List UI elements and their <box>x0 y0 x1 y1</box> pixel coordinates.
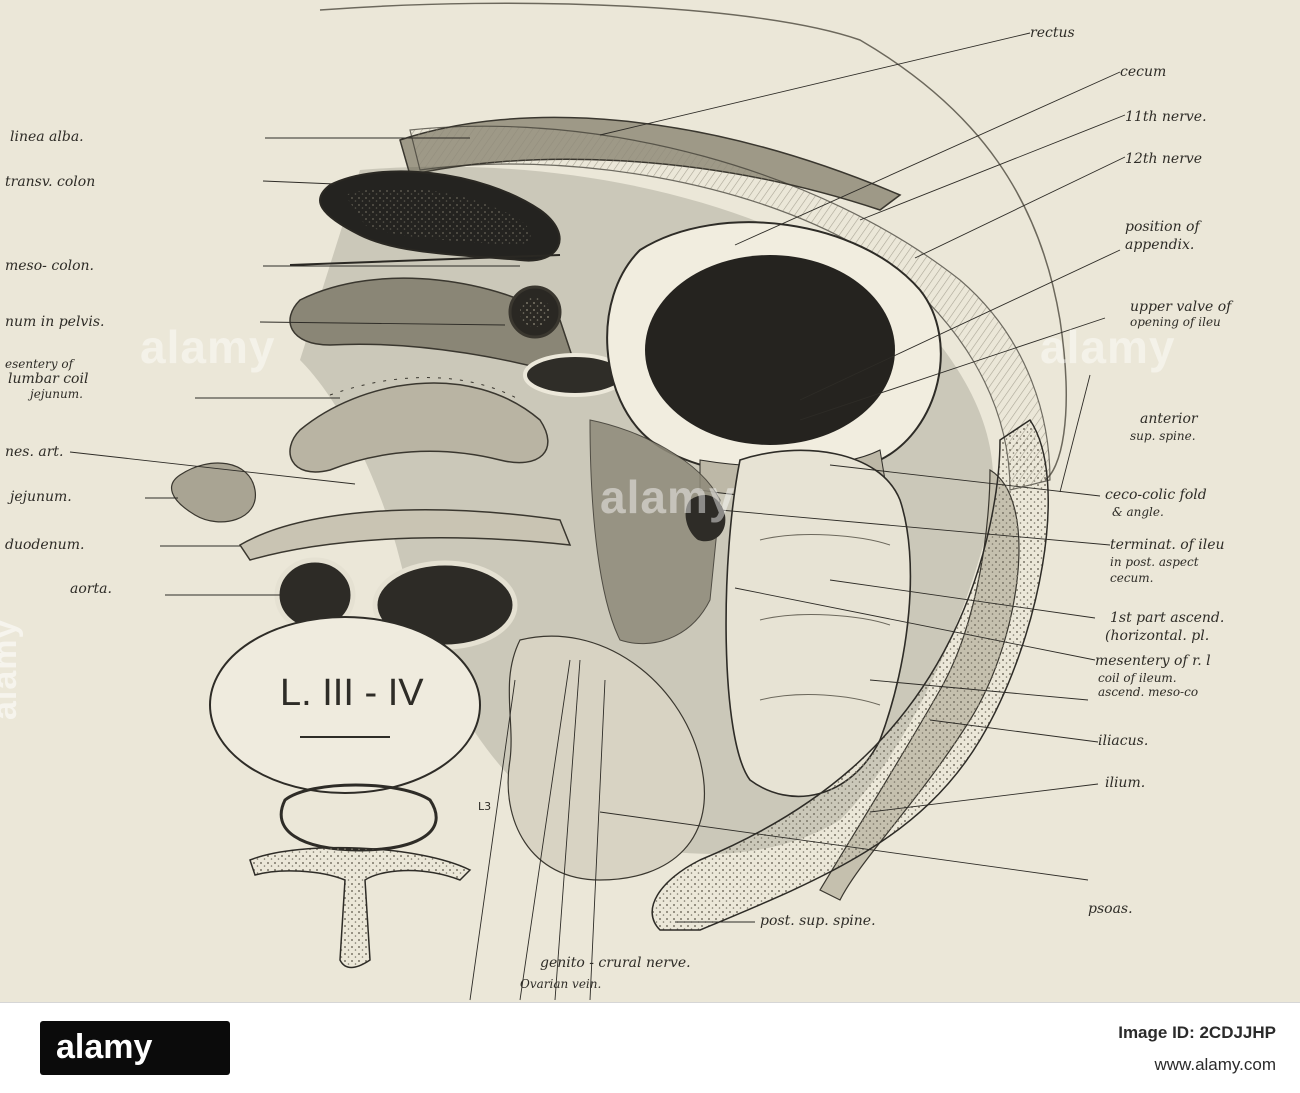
mesentery-lumbar-coil <box>289 382 549 473</box>
label-vertebra: L. III - IV <box>280 672 424 714</box>
label-psoas: psoas. <box>1088 901 1133 917</box>
abdominal-wall-outline <box>319 2 1067 481</box>
label-terminat-3: cecum. <box>1110 571 1154 585</box>
label-cecum: cecum <box>1120 64 1167 80</box>
watermark-1: alamy <box>140 321 276 373</box>
label-aorta: aorta. <box>70 581 112 597</box>
label-upper-valve: upper valve of <box>1130 299 1232 315</box>
label-position-appendix-2: appendix. <box>1125 237 1195 253</box>
label-terminat-ileum: terminat. of ileu <box>1110 537 1225 553</box>
label-genito-crural-nerve: genito - crural nerve. <box>540 955 691 971</box>
label-post-sup-spine: post. sup. spine. <box>760 913 876 929</box>
label-rectus: rectus <box>1030 25 1075 41</box>
mesentery-r-lumbar <box>589 419 721 645</box>
label-position-appendix: position of <box>1125 219 1200 235</box>
label-ilium: ilium. <box>1105 775 1146 791</box>
label-mesentery-2: lumbar coil <box>8 371 89 387</box>
label-meso-colon: meso- colon. <box>5 258 94 274</box>
alamy-logo-text: alamy <box>56 1028 153 1066</box>
psoas-muscle <box>507 635 705 881</box>
label-terminat-2: in post. aspect <box>1110 555 1199 569</box>
label-duodenum: duodenum. <box>5 537 85 553</box>
label-iliacus: iliacus. <box>1098 733 1149 749</box>
label-anterior: anterior <box>1140 411 1198 427</box>
image-id-block: Image ID: 2CDJJHP www.alamy.com <box>960 1003 1300 1093</box>
anatomical-plate: rectus cecum linea alba. 11th nerve. tra… <box>0 2 1232 1001</box>
spinal-process <box>249 846 472 969</box>
footer-bar: alamy Image ID: 2CDJJHP www.alamy.com <box>0 1002 1300 1093</box>
image-id: Image ID: 2CDJJHP <box>1118 1023 1276 1042</box>
label-transverse-colon: transv. colon <box>5 174 96 190</box>
site-link[interactable]: www.alamy.com <box>1154 1055 1276 1074</box>
alamy-logo[interactable]: alamy <box>40 1021 230 1075</box>
label-ceco-colic-fold: ceco-colic fold <box>1105 487 1207 503</box>
label-twelfth-nerve: 12th nerve <box>1125 151 1203 167</box>
watermark-2: alamy <box>600 471 736 523</box>
label-upper-valve-2: opening of ileu <box>1130 315 1221 329</box>
vertebral-arch <box>279 783 438 852</box>
label-first-part-ascending: 1st part ascend. <box>1110 610 1225 626</box>
label-eleventh-nerve: 11th nerve. <box>1125 109 1207 125</box>
label-mesentery-r: mesentery of r. l <box>1095 653 1211 669</box>
label-jejunum: jejunum. <box>10 489 72 505</box>
vertebra-underline <box>300 736 390 738</box>
label-ceco-colic-fold-2: & angle. <box>1112 505 1164 519</box>
leader-lines <box>69 32 1126 1001</box>
label-jejunum-pelvis: num in pelvis. <box>5 314 105 330</box>
label-mesentery-3: jejunum. <box>30 387 83 401</box>
vertebral-body <box>209 616 481 794</box>
cross-section-drawing <box>69 2 1126 1001</box>
watermark-vertical: alamy <box>0 618 24 720</box>
label-linea-alba: linea alba. <box>10 129 84 145</box>
label-mes-art: nes. art. <box>5 444 64 460</box>
label-anterior-2: sup. spine. <box>1130 429 1196 443</box>
label-mesentery-r-2: coil of ileum. <box>1098 671 1177 685</box>
label-small-tag: L3 <box>478 800 492 813</box>
label-ascend-meso: ascend. meso-co <box>1098 685 1199 699</box>
ilium <box>651 418 1049 931</box>
label-mesentery: esentery of <box>5 357 74 371</box>
duodenum <box>238 509 572 561</box>
watermark-3: alamy <box>1040 321 1176 373</box>
label-ovarian-vein: Ovarian vein. <box>520 977 602 991</box>
label-first-part-2: (horizontal. pl. <box>1105 628 1210 644</box>
